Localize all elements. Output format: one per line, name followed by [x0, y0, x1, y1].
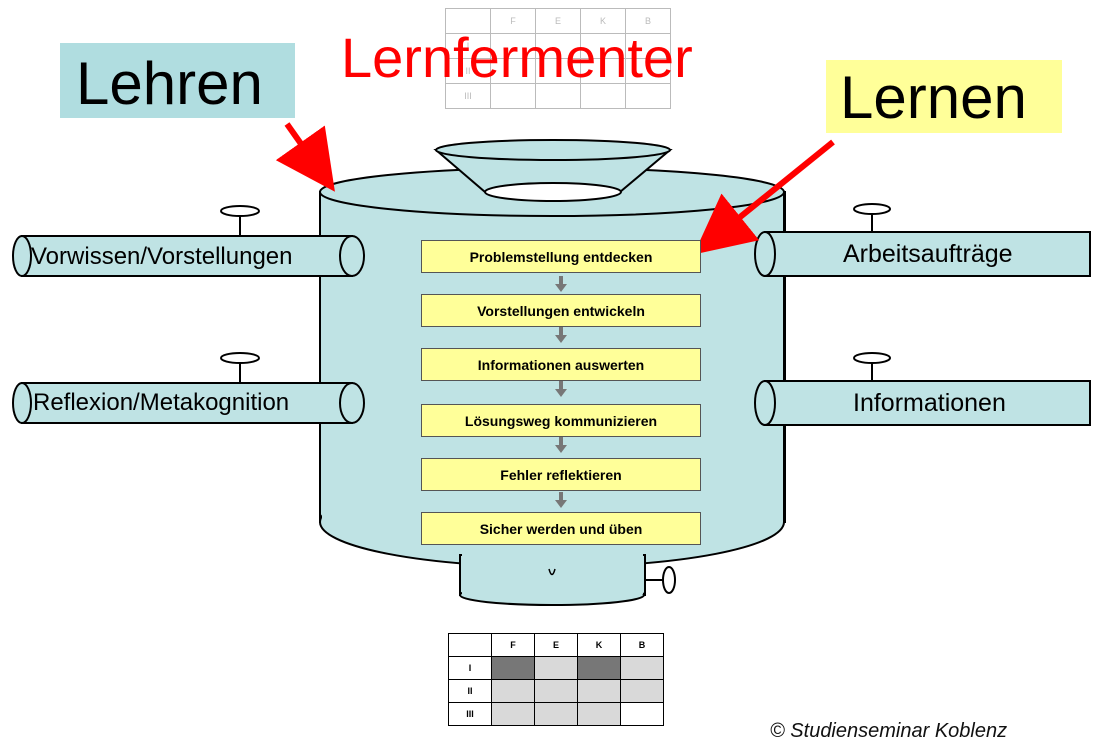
grid-top-faded: F E K B I II III — [445, 8, 671, 109]
step-informationen: Informationen auswerten — [421, 348, 701, 381]
lernen-arrow — [693, 139, 835, 255]
grid-cell-dark — [577, 656, 621, 680]
lehren-arrow — [275, 122, 335, 192]
lehren-label: Lehren — [76, 50, 263, 117]
pipe-left-top — [12, 205, 365, 277]
funnel — [433, 139, 673, 202]
pipe-label-arbeitsauftraege: Arbeitsaufträge — [843, 240, 1013, 268]
valve-icon — [220, 205, 260, 217]
step-vorstellungen: Vorstellungen entwickeln — [421, 294, 701, 327]
valve-icon — [853, 203, 891, 215]
lehren-box — [60, 43, 295, 118]
pipe-left-bottom — [12, 352, 365, 424]
step-problemstellung: Problemstellung entdecken — [421, 240, 701, 273]
copyright-text: © Studienseminar Koblenz — [770, 720, 1008, 742]
outlet — [459, 554, 646, 606]
valve-icon — [853, 352, 891, 364]
pipe-label-vorwissen: Vorwissen/Vorstellungen — [31, 243, 293, 270]
outlet-valve-icon — [645, 566, 676, 594]
valve-icon — [220, 352, 260, 364]
step-fehler: Fehler reflektieren — [421, 458, 701, 491]
grid-cell-dark — [491, 656, 535, 680]
grid-bottom: F E K B I II III — [448, 633, 664, 726]
pipe-label-informationen: Informationen — [853, 389, 1006, 417]
pipe-right-top — [754, 203, 1091, 277]
step-sicher: Sicher werden und üben — [421, 512, 701, 545]
pipe-right-bottom — [754, 352, 1091, 426]
step-connectors — [555, 276, 567, 508]
step-loesungsweg: Lösungsweg kommunizieren — [421, 404, 701, 437]
lernen-box — [826, 60, 1062, 133]
pipe-label-reflexion: Reflexion/Metakognition — [33, 389, 290, 416]
lernen-label: Lernen — [840, 64, 1027, 131]
page-title: Lernfermenter — [341, 26, 693, 89]
